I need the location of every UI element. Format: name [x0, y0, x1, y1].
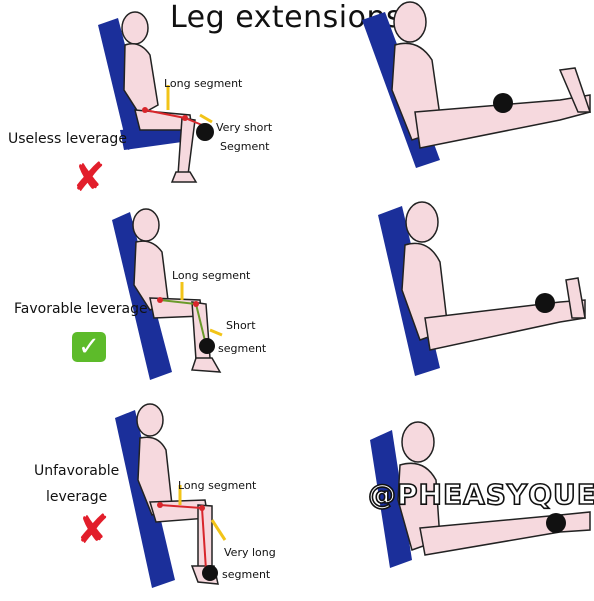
figure-favorable-seated [112, 208, 223, 380]
row1-leverage-label: Useless leverage [8, 131, 127, 147]
row2-upper-annotation: Long segment [172, 269, 251, 282]
row2-lower-annotation-line2: segment [218, 342, 267, 355]
figure-useless-extended [362, 1, 592, 168]
figure-favorable-extended [378, 201, 586, 376]
roller-pad [546, 513, 566, 533]
row3-upper-annotation: Long segment [178, 479, 257, 492]
cross-icon: ✘ [72, 155, 106, 201]
seat-back [370, 430, 412, 568]
row1-lower-annotation-line2: Segment [220, 140, 270, 153]
row1-upper-annotation: Long segment [164, 77, 243, 90]
row3-lower-annotation-line1: Very long [224, 546, 276, 559]
page-title: Leg extensions [170, 0, 403, 35]
cross-icon: ✘ [76, 507, 110, 553]
row2-lower-annotation-line1: Short [226, 319, 256, 332]
check-icon: ✓ [72, 332, 106, 362]
roller-pad [202, 565, 218, 581]
row2-leverage-label: Favorable leverage [14, 301, 148, 317]
seat-bottom [120, 125, 182, 150]
roller-pad [535, 293, 555, 313]
watermark: @PHEASYQUE [367, 477, 594, 512]
row3-leverage-label-line2: leverage [46, 489, 108, 505]
figure-useless-seated [98, 11, 214, 183]
figure-unfavorable-extended [370, 421, 591, 568]
roller-pad [196, 123, 214, 141]
roller-pad [199, 338, 215, 354]
row3-leverage-label-line1: Unfavorable [34, 463, 120, 479]
roller-pad [493, 93, 513, 113]
row3-lower-annotation-line2: segment [222, 568, 271, 581]
row1-lower-annotation-line1: Very short [216, 121, 273, 134]
figure-unfavorable-seated [115, 403, 227, 588]
